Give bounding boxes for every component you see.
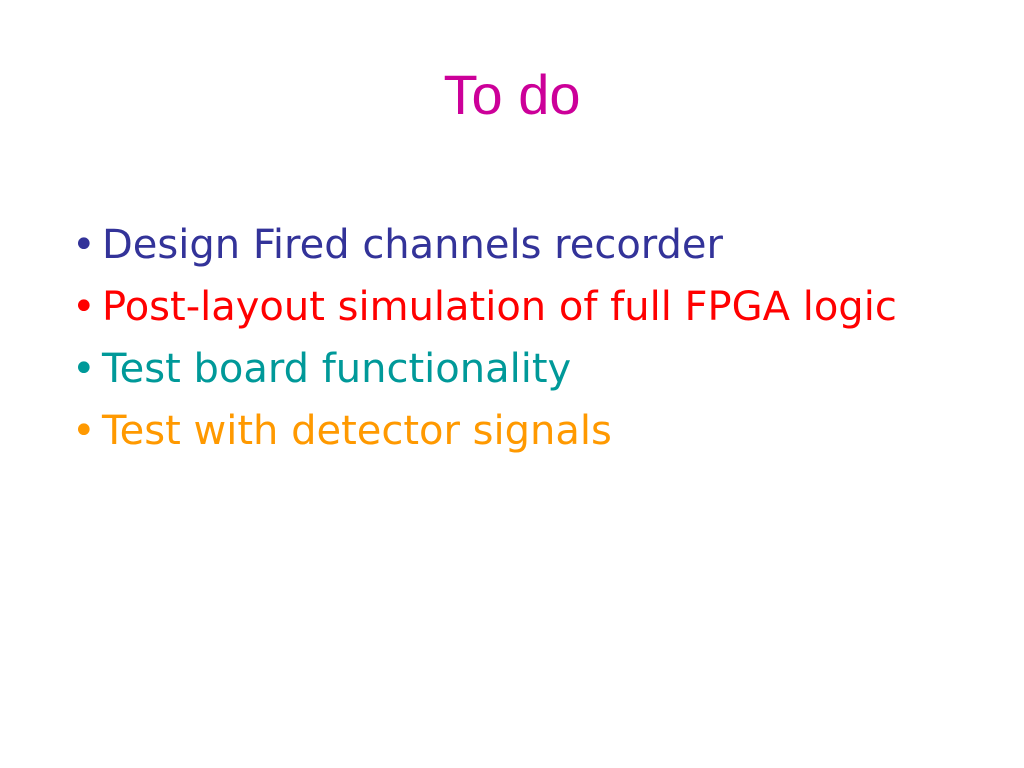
bullet-item-4: • Test with detector signals	[72, 402, 972, 460]
bullet-text-test-detector: Test with detector signals	[102, 408, 612, 454]
bullet-item-3: • Test board functionality	[72, 340, 972, 398]
slide-title: To do	[443, 63, 581, 126]
bullet-dot: •	[72, 346, 96, 392]
bullet-dot: •	[72, 222, 96, 268]
bullet-dot: •	[72, 284, 96, 330]
bullet-text-post-layout-simulation: Post-layout simulation of full FPGA logi…	[102, 284, 897, 330]
bullet-dot: •	[72, 408, 96, 454]
bullet-text-design-recorder: Design Fired channels recorder	[102, 222, 723, 268]
bullet-item-2: • Post-layout simulation of full FPGA lo…	[72, 278, 972, 336]
bullet-list: • Design Fired channels recorder • Post-…	[72, 216, 972, 464]
bullet-item-1: • Design Fired channels recorder	[72, 216, 972, 274]
bullet-text-test-board: Test board functionality	[102, 346, 572, 392]
